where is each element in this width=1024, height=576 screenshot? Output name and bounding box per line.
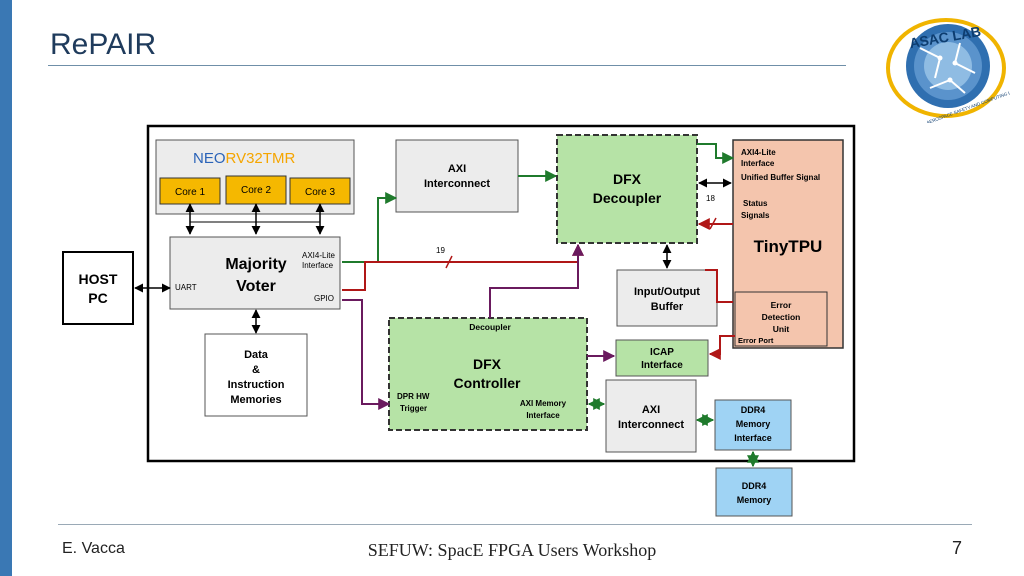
ddr4-iface-2: Memory (736, 419, 771, 429)
core-2-label: Core 2 (241, 185, 271, 196)
axi-top-label-1: AXI (448, 163, 466, 175)
memories-block (204, 333, 308, 417)
title-divider (48, 65, 846, 66)
uart-label: UART (175, 283, 197, 292)
fpga-boundary (146, 124, 856, 463)
tpu-axi4lite-2: Interface (741, 159, 775, 168)
error-detection-3: Unit (773, 324, 790, 334)
io-buffer-block (616, 269, 718, 327)
icap-block (615, 339, 709, 377)
tpu-axi4lite-1: AXI4-Lite (741, 148, 776, 157)
dfx-ctrl-decoupler: Decoupler (469, 322, 511, 332)
dfx-ctrl-dpr-1: DPR HW (397, 392, 430, 401)
voter-axi4lite-2: Interface (302, 261, 334, 270)
ddr4-mem-1: DDR4 (742, 481, 767, 491)
bus-width-18: 18 (706, 194, 715, 203)
core-3-label: Core 3 (305, 187, 335, 198)
axi-interconnect-bottom (605, 379, 697, 453)
dfx-decoupler-block (556, 134, 698, 244)
memories-label-4: Memories (230, 394, 281, 406)
memories-label-2: & (252, 364, 260, 376)
memories-label-1: Data (244, 349, 269, 361)
icap-label-1: ICAP (650, 347, 674, 358)
icap-label-2: Interface (641, 360, 683, 371)
io-buffer-label-1: Input/Output (634, 286, 700, 298)
footer-event: SEFUW: SpacE FPGA Users Workshop (367, 540, 657, 560)
host-pc-label-1: HOST (79, 271, 118, 287)
tinytpu-title: TinyTPU (754, 237, 823, 256)
io-buffer-label-2: Buffer (651, 301, 684, 313)
axi-interconnect-top (395, 139, 519, 213)
error-detection-2: Detection (762, 312, 801, 322)
core-2-block (225, 175, 287, 205)
host-pc-label-2: PC (88, 290, 107, 306)
dfx-ctrl-dpr-2: Trigger (400, 404, 427, 413)
ddr4-mem-2: Memory (737, 495, 772, 505)
core-1-label: Core 1 (175, 187, 205, 198)
majority-voter-label-2: Voter (236, 278, 276, 295)
dfx-controller-block (388, 317, 588, 431)
tpu-unified-buffer: Unified Buffer Signal (741, 173, 820, 182)
core-3-block (289, 177, 351, 205)
axi-top-label-2: Interconnect (424, 178, 490, 190)
error-port-label: Error Port (738, 336, 774, 345)
dfx-ctrl-title-2: Controller (454, 375, 521, 391)
dfx-decoupler-label-1: DFX (613, 171, 642, 187)
ddr4-iface-1: DDR4 (741, 405, 766, 415)
bus-width-19: 19 (436, 246, 445, 255)
dfx-decoupler-label-2: Decoupler (593, 190, 662, 206)
dfx-ctrl-axi-1: AXI Memory (520, 399, 567, 408)
axi-bottom-label-1: AXI (642, 404, 660, 416)
dfx-ctrl-axi-2: Interface (526, 411, 560, 420)
asac-lab-logo: ASAC LAB AEROSPACE SAFETY AND COMPUTING … (886, 18, 1010, 123)
core-1-block (159, 177, 221, 205)
tpu-status-1: Status (743, 199, 768, 208)
host-pc-block (62, 251, 134, 325)
accent-sidebar (0, 0, 12, 576)
voter-axi4lite-1: AXI4-Lite (302, 251, 335, 260)
memories-label-3: Instruction (228, 379, 285, 391)
ddr4-memory-block (715, 467, 793, 517)
ddr4-interface-block (714, 399, 792, 451)
majority-voter-block (169, 236, 341, 310)
footer-author: E. Vacca (62, 540, 125, 557)
error-detection-unit (734, 291, 828, 347)
axi-bottom-label-2: Interconnect (618, 419, 684, 431)
slide-title: RePAIR (50, 28, 157, 61)
tpu-status-2: Signals (741, 211, 770, 220)
majority-voter-label-1: Majority (225, 256, 286, 273)
error-detection-1: Error (771, 300, 792, 310)
dfx-ctrl-title-1: DFX (473, 356, 502, 372)
gpio-label: GPIO (314, 294, 334, 303)
page-number: 7 (952, 538, 963, 558)
ddr4-iface-3: Interface (734, 433, 772, 443)
footer-divider (58, 524, 972, 525)
neorv32-title: NEORV32TMR (193, 150, 295, 167)
